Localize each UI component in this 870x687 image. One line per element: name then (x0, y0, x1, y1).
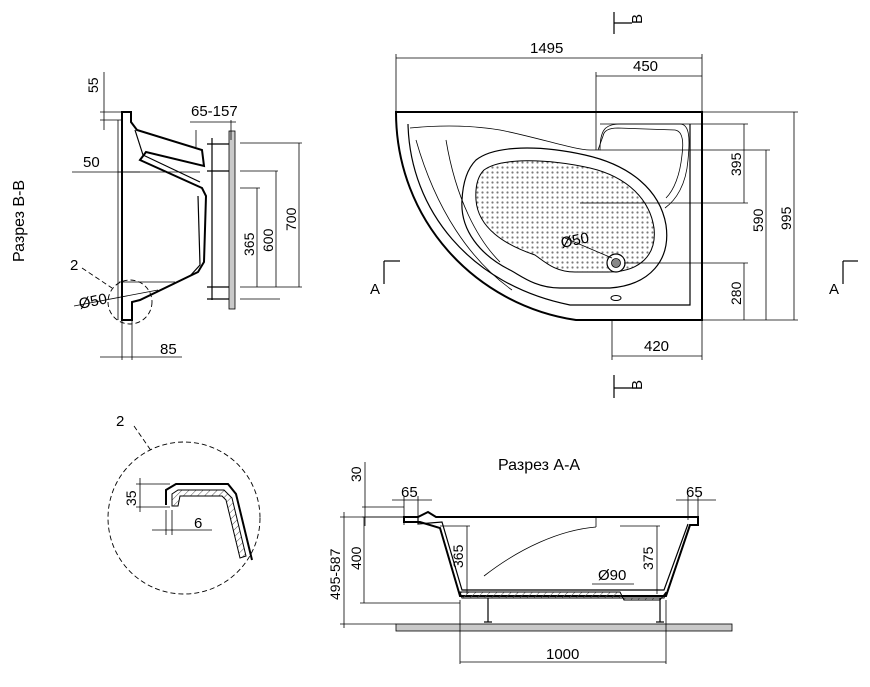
plan-view: В В А А (370, 12, 858, 398)
section-a-a-title: Разрез А-А (498, 457, 580, 474)
tub-section-inner (417, 517, 689, 591)
tub-plan-basin-rim (461, 147, 668, 289)
dimension-lines-plan (395, 54, 798, 360)
dim-495-587: 495-587 (327, 548, 343, 600)
detail-profile-inner (171, 489, 247, 559)
tub-section-floor (459, 591, 667, 601)
dim-65-left: 65 (401, 484, 418, 501)
dim-dia50-b: Ø50 (77, 290, 108, 313)
cut-b-bottom: В (629, 380, 646, 390)
dim-30: 30 (348, 466, 364, 482)
dim-395: 395 (728, 152, 744, 176)
dim-dia50-plan: Ø50 (559, 229, 590, 252)
dim-50: 50 (83, 154, 100, 171)
dim-365: 365 (241, 232, 257, 256)
cut-marker-b-bottom (613, 375, 632, 398)
cut-a-left: А (370, 281, 380, 298)
dim-dia90: Ø90 (598, 567, 626, 584)
floor (395, 623, 733, 632)
detail-2-circle (107, 441, 261, 595)
wall (228, 130, 236, 310)
dim-6: 6 (194, 515, 202, 532)
dim-280: 280 (728, 281, 744, 305)
cut-marker-a-right (842, 260, 858, 284)
tub-plan-ledge (409, 123, 690, 209)
section-b-b-title: Разрез В-В (11, 180, 28, 262)
dim-65-157: 65-157 (191, 103, 238, 120)
tub-plan-outline (394, 111, 703, 321)
tub-plan-rim (407, 123, 691, 306)
dim-700: 700 (283, 207, 299, 231)
wall-brackets (207, 138, 229, 300)
cut-b-top: В (629, 14, 646, 24)
dim-1000: 1000 (546, 646, 579, 663)
dimension-lines-b (72, 72, 302, 360)
cut-marker-b-top (613, 12, 632, 34)
tub-plan-basin-floor[interactable] (475, 160, 655, 273)
dim-420: 420 (644, 338, 669, 355)
dim-85: 85 (160, 341, 177, 358)
tub-section-a (403, 510, 699, 597)
dim-450: 450 (633, 58, 658, 75)
dim-365-a: 365 (450, 544, 466, 568)
dim-375: 375 (640, 546, 656, 570)
detail-ref-2: 2 (70, 257, 78, 274)
dim-400: 400 (348, 546, 364, 570)
tub-plan-curve-b (445, 139, 501, 263)
dim-1495: 1495 (530, 40, 563, 57)
cut-marker-a-left (383, 260, 400, 284)
detail-2-marker (107, 279, 153, 325)
dim-65-right: 65 (686, 484, 703, 501)
section-a-a: Разрез А-А (327, 457, 733, 664)
tub-plan-curve-a (415, 139, 513, 291)
section-b-b: Разрез В-В (11, 72, 302, 360)
overflow-icon (610, 295, 622, 301)
detail-2: 2 35 6 (107, 413, 261, 595)
dim-995: 995 (778, 206, 794, 230)
tub-profile-b (121, 111, 208, 321)
tub-inner-b (134, 129, 201, 277)
detail-ref-2-callout: 2 (116, 413, 124, 430)
dim-35: 35 (123, 490, 139, 506)
tub-plan-headrest (597, 127, 684, 199)
dim-600: 600 (260, 228, 276, 252)
tub-section-rim-curve (483, 526, 597, 577)
cut-a-right: А (829, 281, 839, 298)
detail-dims (136, 478, 212, 535)
dim-590: 590 (750, 208, 766, 232)
dimension-lines-a (340, 462, 716, 664)
detail-profile (165, 483, 253, 561)
dim-55: 55 (85, 77, 101, 93)
tub-legs (484, 598, 664, 623)
